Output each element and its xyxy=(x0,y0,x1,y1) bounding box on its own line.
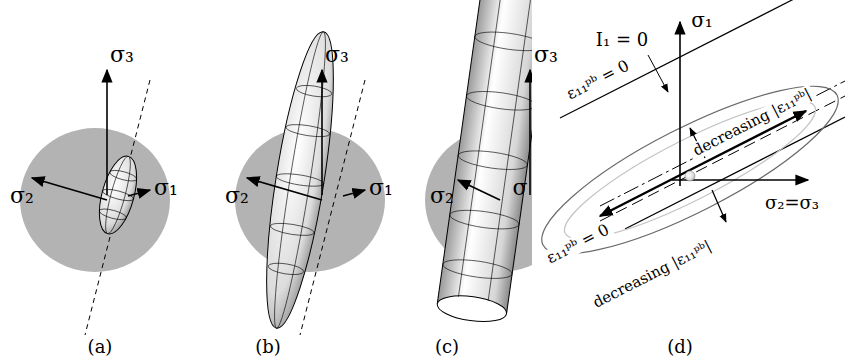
illustration-line xyxy=(488,0,532,301)
direction-label: decreasing |ε₁₁ᵖᵇ| xyxy=(688,84,817,161)
illustration-ellipse xyxy=(442,256,514,282)
illustration-line xyxy=(679,22,681,186)
illustration-circle xyxy=(685,171,695,181)
illustration-line xyxy=(600,96,845,221)
illustration-line xyxy=(32,178,107,200)
illustration-ellipse xyxy=(20,128,170,272)
axis-label: σ₃ xyxy=(110,43,134,67)
panel-caption: (b) xyxy=(255,337,281,357)
illustration-ellipse xyxy=(449,207,521,233)
axis-label: σ₃ xyxy=(325,43,349,67)
line-label: ε₁₁ᵖᵇ = 0 xyxy=(541,219,615,268)
illustration-g xyxy=(253,28,347,332)
panel-caption: (c) xyxy=(435,337,459,357)
illustration-line xyxy=(85,80,150,335)
panel-caption: (d) xyxy=(667,337,693,357)
illustration-ellipse xyxy=(285,122,330,139)
illustration-ellipse xyxy=(267,261,304,277)
axis-label: σ₁ xyxy=(369,176,393,200)
axis-label: σ₂ xyxy=(430,184,454,208)
axis-label: σ₂=σ₃ xyxy=(762,193,822,213)
panel-caption: (a) xyxy=(88,337,113,357)
illustration-rect xyxy=(437,0,532,314)
illustration-line xyxy=(437,0,484,304)
illustration-line xyxy=(458,180,500,200)
panel-c xyxy=(425,0,532,325)
axis-label: σ₁ xyxy=(154,176,178,200)
illustration-g xyxy=(436,0,532,325)
illustration-line xyxy=(507,0,532,314)
axis-label: σ₂ xyxy=(225,184,249,208)
axis-label: σ xyxy=(512,176,527,200)
illustration-ellipse xyxy=(109,168,138,183)
axis-label: σ₁ xyxy=(691,9,713,31)
illustration-ellipse xyxy=(267,30,334,329)
illustration-g xyxy=(92,152,144,238)
illustration-ellipse xyxy=(98,207,127,222)
panel-a xyxy=(20,70,170,335)
illustration-ellipse xyxy=(253,28,347,332)
panel-d xyxy=(524,0,845,282)
illustration-line xyxy=(529,70,531,195)
illustration-line xyxy=(343,190,365,196)
illustration-line xyxy=(648,55,668,92)
illustration-ellipse xyxy=(465,88,532,114)
panel-b xyxy=(235,28,385,335)
illustration-line xyxy=(106,70,108,195)
illustration-line xyxy=(600,170,690,216)
illustration-line xyxy=(321,70,323,195)
illustration-ellipse xyxy=(276,171,325,188)
line-label: ε₁₁ᵖᵇ = 0 xyxy=(561,55,635,104)
illustration-ellipse xyxy=(436,292,509,326)
illustration-ellipse xyxy=(296,83,333,99)
illustration-line xyxy=(458,0,504,297)
plane-label: I₁ = 0 xyxy=(593,30,651,50)
illustration-ellipse xyxy=(270,221,315,238)
illustration-ellipse xyxy=(457,147,529,173)
axis-label: σ₂ xyxy=(10,184,34,208)
illustration-line xyxy=(712,190,726,222)
illustration-ellipse xyxy=(92,152,144,238)
illustration-line xyxy=(247,178,322,200)
axis-label: σ₃ xyxy=(534,43,558,67)
illustration-line xyxy=(128,190,150,196)
